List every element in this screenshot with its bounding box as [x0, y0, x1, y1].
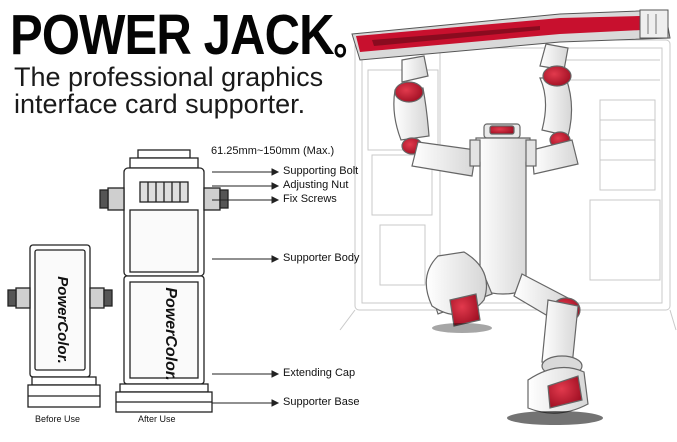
- brand-text-before: PowerColor.: [54, 276, 71, 364]
- callout-fix-screws: Fix Screws: [283, 193, 337, 205]
- caption-after-use: After Use: [138, 414, 176, 424]
- dimension-range: 61.25mm~150mm (Max.): [211, 145, 335, 157]
- caption-before-use: Before Use: [35, 414, 81, 424]
- callout-supporter-body: Supporter Body: [283, 252, 360, 264]
- before-use-drawing: [7, 244, 113, 408]
- tagline-line-2: interface card supporter.: [14, 89, 306, 119]
- product-tagline: The professional graphics interface card…: [14, 64, 323, 118]
- brand-text-after: PowerColor.: [162, 287, 179, 380]
- callout-adjusting-nut: Adjusting Nut: [283, 179, 349, 191]
- product-title: POWER JACK。: [10, 3, 368, 67]
- callout-supporting-bolt: Supporting Bolt: [283, 165, 359, 177]
- after-use-drawing: [99, 149, 229, 413]
- title-dot-icon: 。: [333, 19, 368, 63]
- tagline-line-1: The professional graphics: [14, 62, 324, 92]
- callout-supporter-base: Supporter Base: [283, 396, 360, 408]
- callout-extending-cap: Extending Cap: [283, 367, 356, 379]
